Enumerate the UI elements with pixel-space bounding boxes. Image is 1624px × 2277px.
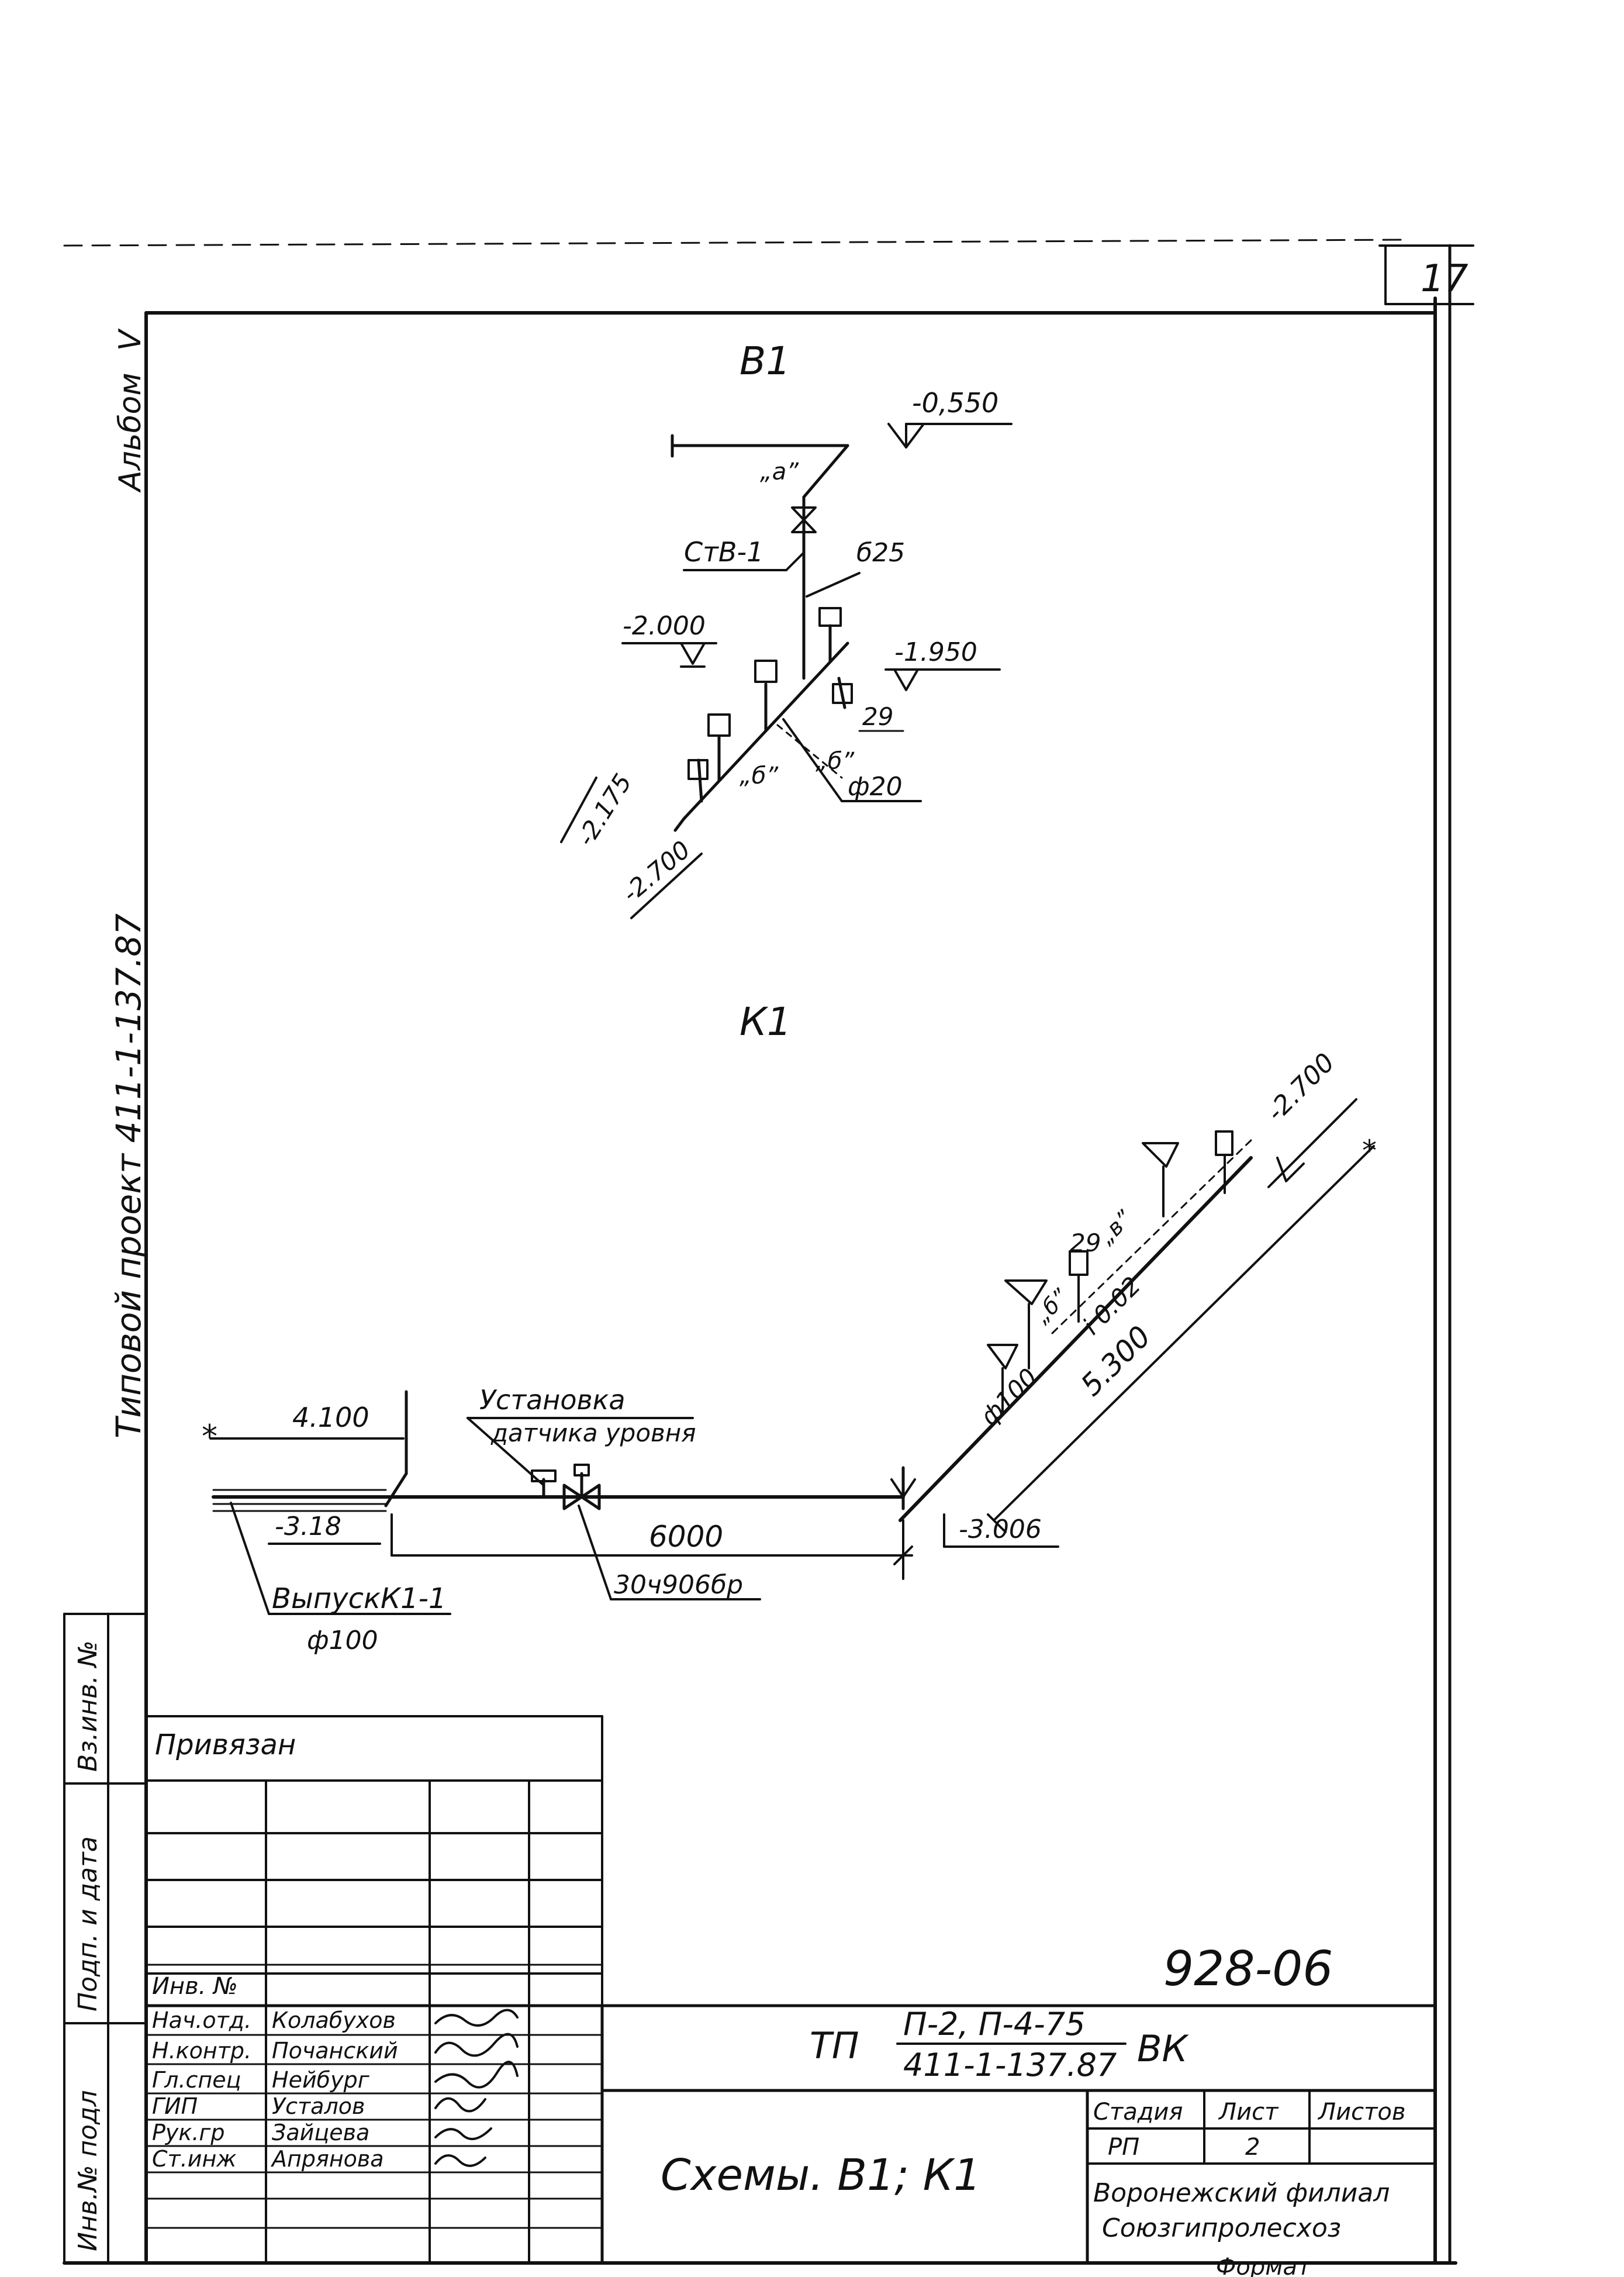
role-2: Гл.спец — [152, 2067, 241, 2093]
album-number: V — [113, 328, 148, 351]
name-1: Почанский — [272, 2038, 398, 2064]
doc-number: 928-06 — [1163, 1941, 1333, 1997]
k1-num-29: 29 — [1070, 1229, 1101, 1257]
b1-point-a: „а” — [760, 458, 799, 485]
b1-point-b1: „б” — [740, 763, 778, 789]
k1-title: К1 — [740, 999, 792, 1044]
k1-outlet-line2: ф100 — [307, 1626, 378, 1655]
b1-fixture-low — [687, 758, 709, 803]
org-line1: Воронежский филиал — [1093, 2178, 1390, 2208]
k1-sensor-line2: датчика уровня — [490, 1419, 696, 1447]
title-block: Привязан Инв. № Нач.отд. Н.контр. Гл.спе… — [144, 1715, 1437, 2277]
b1-title: В1 — [740, 339, 790, 384]
b1-scheme: В1 -0,550 „а” СтВ-1 б25 — [560, 339, 1013, 919]
k1-fixture-4 — [1142, 1142, 1179, 1217]
sheet-title: Схемы. В1; К1 — [661, 2150, 981, 2200]
k1-level-sensor-icon — [531, 1469, 557, 1499]
k1-scheme: К1 -2.700 * 29 — [202, 999, 1377, 1655]
b1-fixture-tap-2 — [754, 660, 778, 733]
tp-suffix: ВК — [1137, 2027, 1190, 2070]
privyazan-label: Привязан — [155, 1729, 296, 1761]
page-number-box: 17 — [1378, 244, 1474, 305]
name-5: Апрянова — [270, 2146, 384, 2172]
podp-data-label: Подп. и дата — [73, 1836, 103, 2012]
b1-level-top: -0,550 — [912, 387, 998, 419]
role-1: Н.контр. — [152, 2038, 251, 2064]
k1-diam-100: ф100 — [975, 1362, 1043, 1431]
name-4: Зайцева — [272, 2120, 369, 2145]
k1-level-3006: -3.006 — [959, 1514, 1042, 1544]
inv-podl-label: Инв.№ подл — [73, 2090, 103, 2251]
stage-header: Стадия — [1093, 2099, 1183, 2126]
list-value: 2 — [1245, 2134, 1260, 2161]
k1-point-b: „б” — [1029, 1284, 1073, 1329]
k1-fixture-5 — [1215, 1130, 1233, 1194]
k1-star-right: * — [1362, 1134, 1377, 1168]
k1-star-left: * — [202, 1418, 217, 1455]
b1-level-2700: -2.700 — [617, 835, 696, 908]
name-3: Усталов — [272, 2093, 365, 2119]
role-3: ГИП — [152, 2093, 198, 2119]
scan-top-line — [63, 239, 1404, 247]
tp-top: П-2, П-4-75 — [903, 2006, 1085, 2043]
k1-len-6000: 6000 — [649, 1520, 723, 1554]
album-label: Альбом — [113, 372, 148, 493]
tp-prefix: ТП — [810, 2024, 859, 2067]
role-0: Нач.отд. — [152, 2007, 251, 2033]
k1-level-2700: -2.700 — [1261, 1047, 1340, 1127]
page-number: 17 — [1421, 257, 1468, 301]
vz-inv-label: Вз.инв. № — [73, 1640, 103, 1772]
b1-pipe-diameter: б25 — [856, 538, 905, 568]
k1-len-5300: 5.300 — [1074, 1319, 1157, 1402]
left-margin: Альбом V Типовой проект 411-1-137.87 Вз.… — [63, 328, 148, 2264]
b1-level-1950: -1.950 — [894, 637, 977, 667]
role-4: Рук.гр — [152, 2120, 225, 2145]
name-2: Нейбург — [272, 2067, 370, 2093]
k1-fixture-2 — [1004, 1279, 1048, 1369]
k1-gate-valve-icon — [562, 1464, 601, 1510]
b1-riser-label: СтВ-1 — [684, 536, 763, 568]
project-label: Типовой проект 411-1-137.87 — [109, 913, 148, 1438]
sheet-frame — [63, 244, 1457, 2265]
role-5: Ст.инж — [152, 2146, 237, 2172]
tp-bottom: 411-1-137.87 — [903, 2047, 1117, 2083]
b1-point-b2: „б” — [816, 748, 854, 775]
k1-fixture-1 — [987, 1344, 1018, 1416]
b1-num-29: 29 — [862, 702, 893, 731]
format-footer: Формат — [1216, 2254, 1312, 2277]
b1-gate-valve — [791, 506, 817, 533]
k1-len-4100: 4.100 — [292, 1402, 369, 1433]
lists-header: Листов — [1317, 2099, 1405, 2126]
k1-valve-label: 30ч906бр — [614, 1570, 743, 1600]
name-0: Колабухов — [272, 2007, 396, 2033]
org-line2: Союзгипролесхоз — [1102, 2213, 1341, 2243]
k1-level-318: -3.18 — [275, 1512, 341, 1541]
signatures — [434, 2009, 519, 2167]
k1-sensor-line1: Установка — [479, 1384, 626, 1416]
b1-level-2000: -2.000 — [623, 611, 706, 641]
b1-diam-20: ф20 — [848, 772, 903, 802]
b1-level-2175: -2.175 — [571, 769, 637, 851]
k1-outlet-line1: ВыпускК1-1 — [272, 1582, 446, 1615]
b1-fixture-valve-right — [832, 677, 853, 709]
b1-fixture-tap-3 — [818, 607, 842, 663]
list-header: Лист — [1218, 2099, 1279, 2126]
stage-value: РП — [1108, 2134, 1139, 2161]
k1-fixture-3 — [1069, 1250, 1089, 1323]
b1-fixture-tap-1 — [707, 713, 731, 782]
inv-no-label: Инв. № — [152, 1973, 238, 2000]
